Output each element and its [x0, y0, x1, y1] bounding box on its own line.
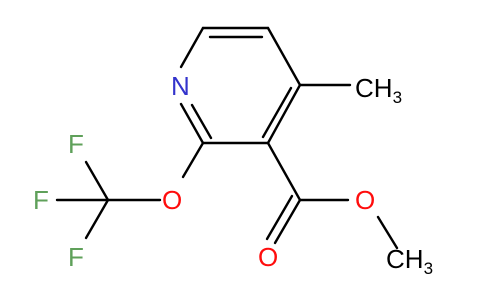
- atom-f-left-label: F: [33, 185, 49, 215]
- bond-c2-o: [181, 141, 205, 179]
- atom-f-top-label: F: [68, 129, 84, 159]
- bond-c5-c4: [266, 26, 302, 87]
- atom-f-bottom-label: F: [68, 242, 84, 272]
- methyl-ester-text: CH: [386, 244, 424, 274]
- bond-oester-methyl: [376, 215, 399, 250]
- bond-carbonyl-o: [273, 198, 302, 245]
- bond-c4-c3: [266, 83, 302, 145]
- methyl-ring-sub: 3: [393, 88, 402, 107]
- bond-cf3-f-bottom: [84, 198, 110, 240]
- methyl-ester-label: CH3: [386, 244, 433, 278]
- atom-o-carbonyl-label: O: [258, 242, 278, 272]
- bond-cf3-f-top: [84, 160, 110, 202]
- atom-o-ester-label: O: [355, 185, 375, 215]
- atom-n-label: N: [171, 71, 190, 101]
- bond-c3-carbonyl: [266, 141, 302, 202]
- bond-carbonyl-o-double: [265, 194, 294, 241]
- methyl-ring-text: CH: [355, 73, 393, 103]
- atom-o-ether-label: O: [162, 185, 182, 215]
- bond-c2-n-inner: [190, 103, 213, 140]
- methyl-ring-label: CH3: [355, 73, 402, 107]
- bond-n-c6: [179, 26, 205, 69]
- bond-c2-n: [179, 102, 205, 145]
- methyl-ester-sub: 3: [424, 259, 433, 278]
- bond-c4-c3-inner: [261, 86, 293, 139]
